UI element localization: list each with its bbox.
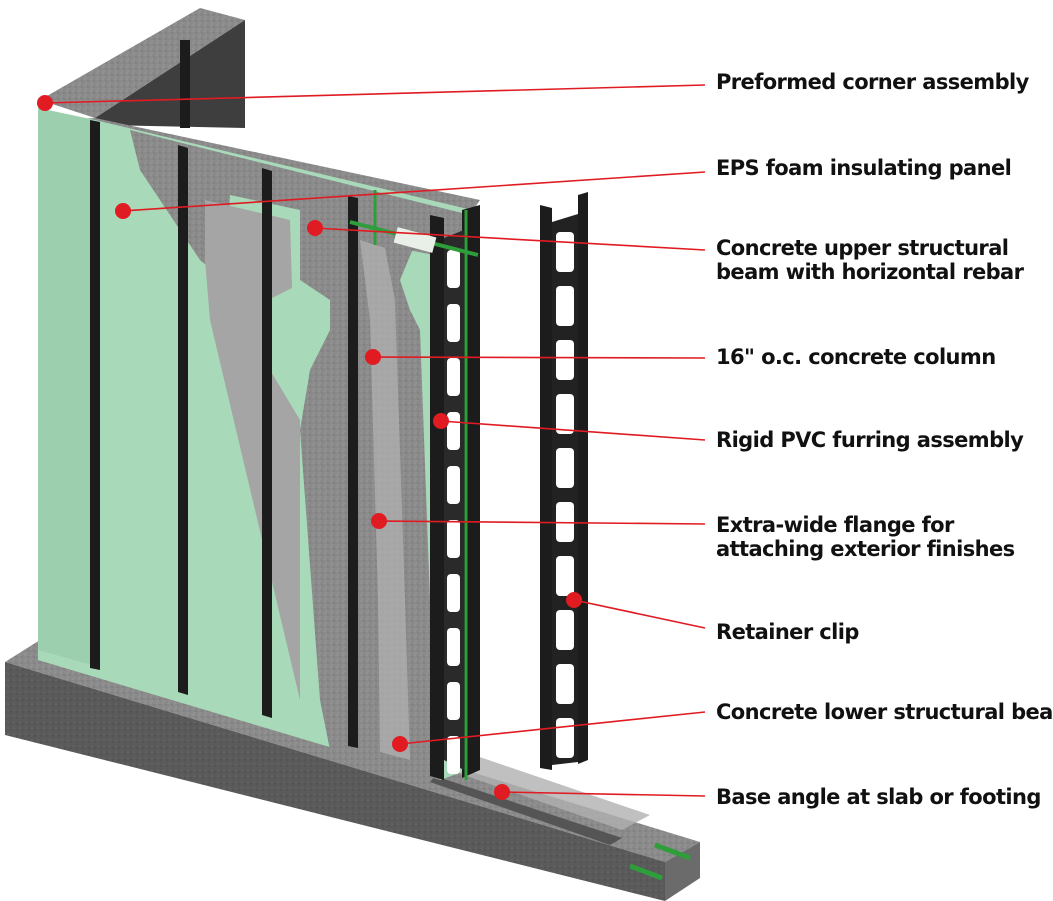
callout-dot (365, 349, 381, 365)
footing-end (665, 842, 700, 901)
concrete-core (130, 130, 470, 780)
callout-leaders (37, 84, 706, 800)
label-extra-wide-flange: Extra-wide flange for attaching exterior… (716, 513, 1015, 561)
label-concrete-lower-structural-beam: Concrete lower structural beam (716, 700, 1053, 724)
furring-slot (447, 520, 460, 558)
callout-dot (494, 784, 510, 800)
callout-dot (37, 95, 53, 111)
furring-slot (447, 412, 460, 450)
furring-slot (556, 664, 574, 704)
furring-back-flange (430, 215, 444, 780)
column-highlight (360, 240, 410, 760)
label-concrete-column: 16" o.c. concrete column (716, 345, 996, 369)
furring-slot (447, 736, 460, 774)
leader-preformed-corner-assembly (37, 84, 706, 111)
leader-rigid-pvc-furring-assembly (433, 413, 706, 441)
callout-dot (433, 413, 449, 429)
furring-slot (556, 556, 574, 596)
loose-furring-slots (556, 232, 574, 758)
furring-slot (556, 448, 574, 488)
leader-eps-foam-insulating-panel (115, 171, 706, 219)
footing-ridge (435, 752, 650, 830)
furring-slot (447, 304, 460, 342)
footing-groove (430, 776, 622, 845)
furring-slot (447, 628, 460, 666)
stud-1 (90, 120, 100, 670)
loose-furring-front (578, 192, 588, 764)
furring-slot (447, 250, 460, 288)
furring-slot (447, 358, 460, 396)
loose-furring (540, 192, 588, 770)
label-retainer-clip: Retainer clip (716, 620, 859, 644)
corner-post (180, 40, 190, 128)
label-base-angle: Base angle at slab or footing (716, 785, 1041, 809)
upper-beam-recess (205, 200, 300, 700)
leader-base-angle (494, 784, 706, 800)
furring-slot (447, 466, 460, 504)
label-preformed-corner-assembly: Preformed corner assembly (716, 70, 1029, 94)
furring-slot (556, 286, 574, 326)
leader-concrete-column (365, 349, 706, 365)
furring-slot (556, 232, 574, 272)
leader-extra-wide-flange (371, 513, 706, 529)
stud-3 (262, 168, 272, 718)
stud-2 (178, 145, 188, 695)
callout-dot (371, 513, 387, 529)
furring-slot (556, 610, 574, 650)
furring-slot (447, 574, 460, 612)
furring-slot (556, 718, 574, 758)
loose-furring-back (540, 205, 552, 770)
label-concrete-upper-structural-beam: Concrete upper structural beam with hori… (716, 236, 1024, 284)
rebar-stub-2 (629, 863, 663, 881)
callout-dot (307, 220, 323, 236)
footing-front (5, 662, 665, 901)
foam-panel-shade (38, 108, 95, 665)
label-rigid-pvc-furring-assembly: Rigid PVC furring assembly (716, 428, 1024, 452)
furring-slot (556, 394, 574, 434)
footing-rebar-stubs (629, 842, 691, 881)
leader-retainer-clip (566, 592, 706, 629)
leader-concrete-upper-structural-beam (307, 220, 706, 251)
label-eps-foam-insulating-panel: EPS foam insulating panel (716, 156, 1012, 180)
leader-concrete-lower-structural-beam (392, 711, 706, 752)
foam-studs (90, 120, 358, 748)
furring-slot (447, 682, 460, 720)
callout-dot (566, 592, 582, 608)
corner-top (40, 8, 245, 118)
stud-4 (348, 196, 358, 748)
callout-dot (115, 203, 131, 219)
installed-furring-slots (447, 250, 460, 774)
installed-furring (430, 205, 480, 780)
callout-dot (392, 736, 408, 752)
furring-slot (556, 340, 574, 380)
rebar-stub-1 (654, 842, 691, 861)
